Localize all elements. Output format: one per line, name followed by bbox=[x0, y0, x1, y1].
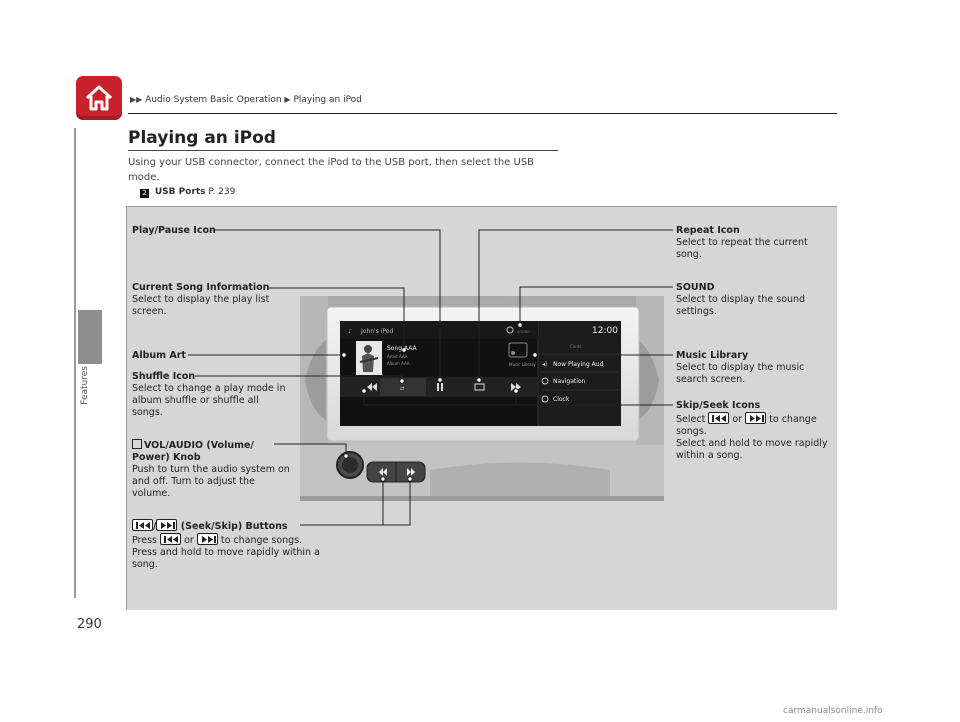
callout-text: Press bbox=[132, 535, 158, 546]
svg-text:♪: ♪ bbox=[348, 328, 352, 335]
xref-label[interactable]: USB Ports bbox=[154, 187, 206, 197]
screen-album: Album AAA bbox=[387, 361, 410, 366]
callout-text: or bbox=[184, 535, 194, 546]
callout-heading: Play/Pause Icon bbox=[132, 225, 216, 236]
callout-heading: (Seek/Skip) Buttons bbox=[180, 521, 288, 532]
screen-cards-label: Cards bbox=[570, 344, 581, 349]
callout-heading: Shuffle Icon bbox=[132, 371, 196, 382]
callout-shuffle: Shuffle Icon Select to change a play mod… bbox=[132, 371, 288, 419]
home-icon bbox=[85, 85, 113, 111]
breadcrumb-arrow-icon: ▶ bbox=[284, 95, 291, 104]
xref-page: P. 239 bbox=[208, 187, 236, 197]
power-icon bbox=[132, 439, 142, 449]
svg-text:◂): ◂) bbox=[542, 361, 547, 368]
callout-body: Select and hold to move rapidly within a… bbox=[676, 438, 828, 461]
breadcrumb-link-audio-system[interactable]: Audio System Basic Operation bbox=[145, 95, 282, 105]
watermark: carmanualsonline.info bbox=[783, 706, 883, 716]
skip-back-icon bbox=[132, 519, 153, 531]
svg-text:⇄: ⇄ bbox=[400, 386, 404, 392]
page-title: Playing an iPod bbox=[128, 128, 276, 148]
callout-vol-knob: VOL/AUDIO (Volume/ Power) Knob Push to t… bbox=[132, 439, 292, 500]
callout-text: or bbox=[732, 414, 743, 425]
screen-song-title[interactable]: Song AAA bbox=[387, 345, 418, 352]
callout-current-song: Current Song Information Select to displ… bbox=[132, 282, 282, 318]
breadcrumb: ▶▶ Audio System Basic Operation ▶ Playin… bbox=[130, 95, 362, 105]
skip-forward-icon bbox=[156, 519, 178, 531]
callout-heading: Current Song Information bbox=[132, 282, 270, 293]
callout-seek-buttons: / (Seek/Skip) Buttons Press or to change… bbox=[132, 519, 328, 571]
skip-forward-icon bbox=[196, 533, 218, 545]
callout-heading: Repeat Icon bbox=[676, 225, 740, 236]
side-divider bbox=[74, 128, 76, 598]
screen-source-name: John's iPod bbox=[360, 328, 393, 335]
callout-heading: SOUND bbox=[676, 282, 715, 293]
callout-album-art: Album Art bbox=[132, 350, 186, 362]
callout-music-library: Music Library Select to display the musi… bbox=[676, 350, 826, 386]
breadcrumb-current: Playing an iPod bbox=[293, 95, 362, 105]
screen-artist: Artist AAA bbox=[387, 354, 408, 359]
page-number: 290 bbox=[77, 617, 102, 632]
callout-play-pause: Play/Pause Icon bbox=[132, 225, 216, 237]
xref-badge: 2 bbox=[140, 189, 149, 198]
callout-heading: VOL/AUDIO (Volume/ Power) Knob bbox=[132, 440, 254, 463]
callout-body: Select to display the sound settings. bbox=[676, 294, 806, 317]
callout-body: Select to display the play list screen. bbox=[132, 294, 270, 317]
screen-time: 12:00 bbox=[592, 326, 618, 336]
cross-reference[interactable]: 2 USB Ports P. 239 bbox=[140, 187, 235, 198]
chapter-tab[interactable] bbox=[78, 310, 102, 364]
callout-body: Press and hold to move rapidly within a … bbox=[132, 547, 320, 570]
callout-heading: Music Library bbox=[676, 350, 749, 361]
callout-heading: Skip/Seek Icons bbox=[676, 400, 761, 411]
callout-skip-seek-icons: Skip/Seek Icons Select or to change song… bbox=[676, 400, 832, 462]
callout-sound: SOUND Select to display the sound settin… bbox=[676, 282, 826, 318]
skip-back-icon bbox=[160, 533, 182, 545]
screen-menu-now-playing[interactable]: Now Playing Aud bbox=[553, 361, 604, 368]
figure-border-left bbox=[126, 206, 127, 610]
intro-text: Using your USB connector, connect the iP… bbox=[128, 157, 535, 183]
screen-sound-label[interactable]: SOUND bbox=[517, 330, 530, 334]
home-button[interactable] bbox=[76, 76, 122, 120]
skip-forward-icon bbox=[745, 412, 767, 424]
callout-body: Select to change a play mode in album sh… bbox=[132, 383, 286, 418]
skip-back-icon bbox=[708, 412, 730, 424]
breadcrumb-arrow-icon: ▶▶ bbox=[130, 95, 143, 104]
callout-text: to change songs. bbox=[676, 414, 817, 437]
callout-body: Select to repeat the current song. bbox=[676, 237, 808, 260]
sound-gear-icon[interactable] bbox=[506, 326, 514, 334]
screen-menu-clock[interactable]: Clock bbox=[553, 396, 570, 403]
header-divider bbox=[128, 113, 837, 114]
callout-text: Select bbox=[676, 414, 706, 425]
callout-text: to change songs. bbox=[220, 535, 303, 546]
callout-body: Push to turn the audio system on and off… bbox=[132, 464, 290, 499]
title-divider bbox=[128, 150, 558, 151]
callout-repeat: Repeat Icon Select to repeat the current… bbox=[676, 225, 826, 261]
screen-menu-navigation[interactable]: Navigation bbox=[553, 378, 586, 385]
callout-heading: Album Art bbox=[132, 350, 186, 361]
figure-border-top bbox=[126, 206, 837, 207]
screen-music-library[interactable]: Music Library bbox=[509, 362, 536, 367]
callout-body: Select to display the music search scree… bbox=[676, 362, 805, 385]
